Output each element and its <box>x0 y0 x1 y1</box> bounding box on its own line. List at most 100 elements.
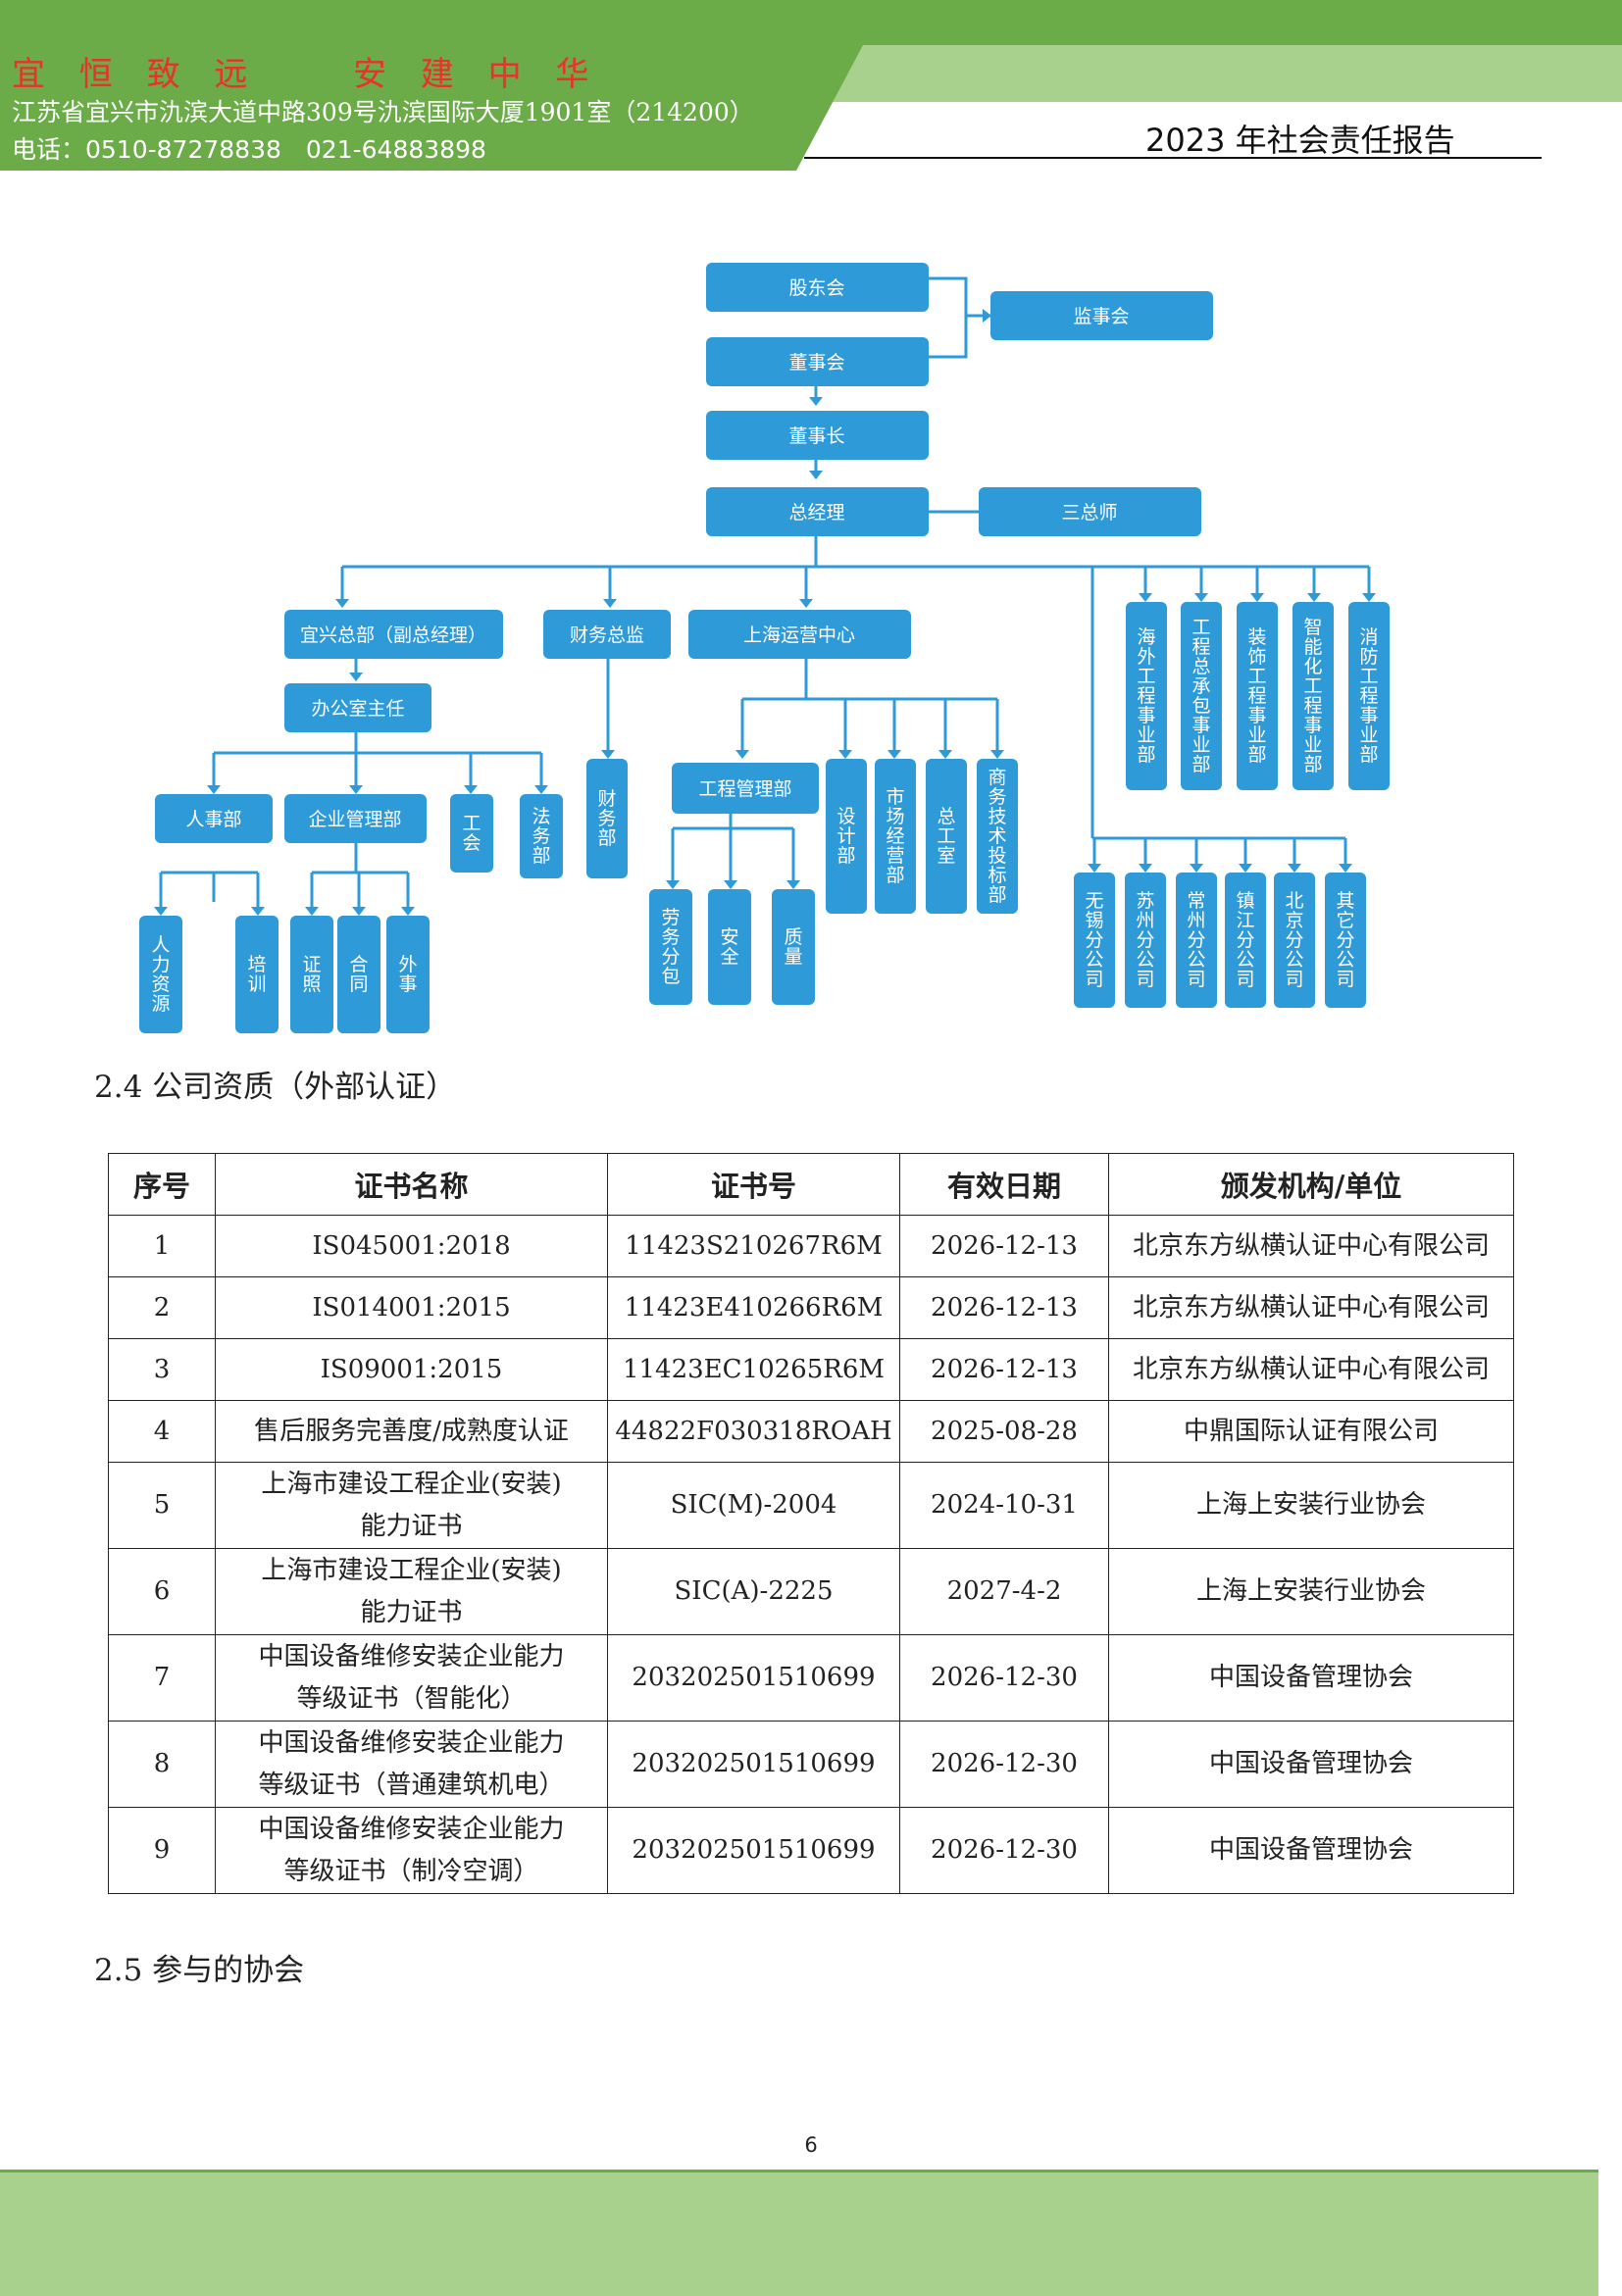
org-box-labor-sub: 劳务分包 <box>649 889 692 1005</box>
cert-name-line: 能力证书 <box>360 1511 463 1541</box>
cell-no: 1 <box>108 1215 216 1277</box>
org-box-decoration: 装饰工程事业部 <box>1237 602 1278 790</box>
org-arrows <box>154 309 1376 916</box>
cell-valid-date: 2026-12-30 <box>899 1721 1109 1808</box>
cell-issuer: 上海上安装行业协会 <box>1108 1462 1514 1549</box>
svg-text:外事: 外事 <box>398 954 417 995</box>
cell-cert-name: IS014001:2015 <box>215 1276 608 1339</box>
org-box-hr-dept: 人事部 <box>155 794 273 843</box>
cell-cert-name: 中国设备维修安装企业能力等级证书（智能化） <box>215 1634 608 1722</box>
svg-text:苏州分公司: 苏州分公司 <box>1136 890 1154 990</box>
org-box-legal: 法务部 <box>520 794 563 878</box>
cell-issuer: 中鼎国际认证有限公司 <box>1108 1400 1514 1463</box>
certification-table: 序号 证书名称 证书号 有效日期 颁发机构/单位 1 IS045001:2018 1… <box>108 1153 1514 1894</box>
cell-cert-number: 44822F030318ROAH <box>607 1400 900 1463</box>
org-box-shanghai-center: 上海运营中心 <box>688 610 911 659</box>
svg-text:董事长: 董事长 <box>788 425 844 447</box>
cell-cert-name: 中国设备维修安装企业能力等级证书（制冷空调） <box>215 1807 608 1894</box>
footer-band <box>0 2170 1598 2296</box>
org-box-finance-dept: 财务部 <box>586 759 628 878</box>
svg-text:宜兴总部（副总经理）: 宜兴总部（副总经理） <box>300 624 486 646</box>
svg-text:办公室主任: 办公室主任 <box>311 698 404 720</box>
svg-text:北京分公司: 北京分公司 <box>1285 890 1303 990</box>
cell-cert-number: SIC(M)-2004 <box>607 1462 900 1549</box>
org-box-hr-resources: 人力资源 <box>139 916 182 1033</box>
col-header-name: 证书名称 <box>215 1153 608 1216</box>
svg-text:镇江分公司: 镇江分公司 <box>1236 890 1254 990</box>
svg-text:合同: 合同 <box>349 954 368 995</box>
cell-valid-date: 2026-12-30 <box>899 1634 1109 1722</box>
cert-name-line: 中国设备维修安装企业能力 <box>258 1814 565 1844</box>
svg-text:设计部: 设计部 <box>836 806 855 867</box>
org-box-shareholders: 股东会 <box>706 263 929 312</box>
cert-name-line: 等级证书（普通建筑机电） <box>258 1770 565 1800</box>
svg-text:上海运营中心: 上海运营中心 <box>743 624 855 646</box>
org-box-fire: 消防工程事业部 <box>1348 602 1390 790</box>
cell-no: 8 <box>108 1721 216 1808</box>
svg-text:法务部: 法务部 <box>532 806 550 867</box>
slogan-left: 宜 恒 致 远 <box>12 55 260 94</box>
svg-text:劳务分包: 劳务分包 <box>661 907 680 987</box>
org-box-quality: 质量 <box>772 889 815 1005</box>
svg-text:装饰工程事业部: 装饰工程事业部 <box>1247 626 1266 766</box>
col-header-cert: 证书号 <box>607 1153 900 1216</box>
cert-name-line: IS045001:2018 <box>312 1230 511 1261</box>
cell-no: 3 <box>108 1338 216 1401</box>
cert-name-line: IS09001:2015 <box>320 1354 503 1384</box>
cell-issuer: 北京东方纵横认证中心有限公司 <box>1108 1276 1514 1339</box>
org-box-eng-mgmt: 工程管理部 <box>672 763 819 814</box>
svg-text:商务技术投标部: 商务技术投标部 <box>988 767 1006 906</box>
svg-text:海外工程事业部: 海外工程事业部 <box>1137 626 1155 766</box>
svg-text:总工室: 总工室 <box>937 806 955 867</box>
cell-issuer: 中国设备管理协会 <box>1108 1807 1514 1894</box>
cell-valid-date: 2026-12-30 <box>899 1807 1109 1894</box>
svg-text:企业管理部: 企业管理部 <box>308 809 401 830</box>
section-heading-2-5: 2.5 参与的协会 <box>94 1953 305 1988</box>
cert-name-line: 等级证书（智能化） <box>296 1683 527 1714</box>
cell-valid-date: 2024-10-31 <box>899 1462 1109 1549</box>
org-box-wuxi: 无锡分公司 <box>1074 873 1115 1008</box>
org-box-union: 工会 <box>450 794 493 873</box>
cell-no: 9 <box>108 1807 216 1894</box>
cell-cert-name: IS045001:2018 <box>215 1215 608 1277</box>
svg-text:财务总监: 财务总监 <box>570 624 644 646</box>
org-box-zhenjiang: 镇江分公司 <box>1225 873 1266 1008</box>
org-box-changzhou: 常州分公司 <box>1176 873 1217 1008</box>
cell-cert-name: IS09001:2015 <box>215 1338 608 1401</box>
company-phone: 电话：0510-87278838 021-64883898 <box>12 135 486 164</box>
org-vertical-boxes: 海外工程事业部工程总承包事业部装饰工程事业部智能化工程事业部消防工程事业部财务部… <box>139 602 1390 1033</box>
cert-name-line: 上海市建设工程企业(安装) <box>261 1555 562 1585</box>
org-chart: 股东会 监事会 董事会 董事长 总经理 三总师 宜兴总部（副总经理） 财务总监 … <box>139 263 1390 1033</box>
company-address: 江苏省宜兴市氿滨大道中路309号氿滨国际大厦1901室（214200） <box>12 98 754 126</box>
cell-issuer: 中国设备管理协会 <box>1108 1634 1514 1722</box>
cert-name-line: 售后服务完善度/成熟度认证 <box>254 1416 569 1446</box>
org-box-chairman: 董事长 <box>706 411 929 460</box>
cell-cert-number: 203202501510699 <box>607 1807 900 1894</box>
org-box-epc: 工程总承包事业部 <box>1181 602 1222 790</box>
cert-name-line: IS014001:2015 <box>312 1292 511 1323</box>
org-box-office-director: 办公室主任 <box>284 683 431 732</box>
svg-text:人事部: 人事部 <box>185 809 241 830</box>
svg-text:工程管理部: 工程管理部 <box>698 778 791 800</box>
svg-text:质量: 质量 <box>784 926 802 968</box>
cell-cert-number: 203202501510699 <box>607 1634 900 1722</box>
slogan-right: 安 建 中 华 <box>353 55 601 94</box>
table-header-row: 序号 证书名称 证书号 有效日期 颁发机构/单位 <box>108 1153 1514 1216</box>
org-box-three-chiefs: 三总师 <box>979 487 1201 536</box>
cell-no: 7 <box>108 1634 216 1722</box>
cell-cert-number: 11423S210267R6M <box>607 1215 900 1277</box>
cell-issuer: 北京东方纵横认证中心有限公司 <box>1108 1338 1514 1401</box>
svg-text:董事会: 董事会 <box>788 352 844 374</box>
col-header-issuer: 颁发机构/单位 <box>1108 1153 1514 1216</box>
svg-text:培训: 培训 <box>247 954 266 995</box>
svg-text:工会: 工会 <box>462 813 481 854</box>
cert-name-line: 等级证书（制冷空调） <box>283 1856 539 1886</box>
